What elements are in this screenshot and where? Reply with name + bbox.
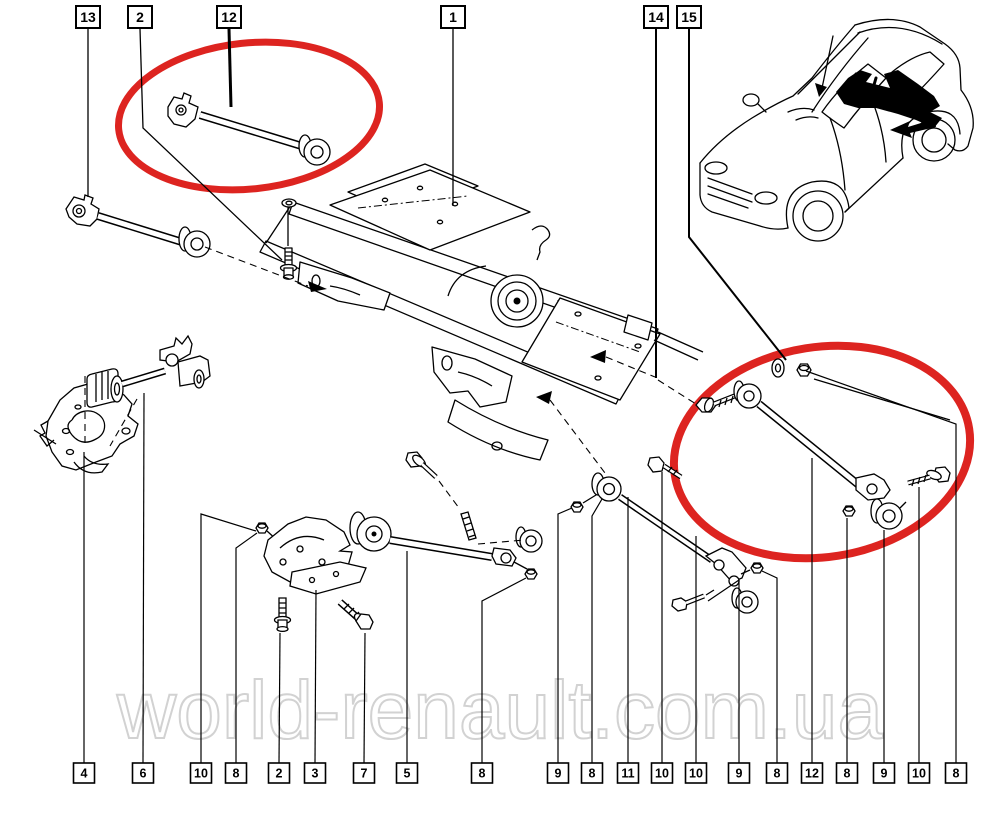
callout-10-bottom13: 10 xyxy=(684,762,708,784)
callout-13-top0: 13 xyxy=(75,5,101,29)
callout-8-bottom3: 8 xyxy=(224,762,248,784)
leader-line xyxy=(761,570,778,763)
svg-text:14: 14 xyxy=(648,9,664,25)
lower-arm-assembly-drawing xyxy=(255,451,543,633)
callout-12-top2: 12 xyxy=(216,5,242,29)
leader-line xyxy=(481,577,527,763)
pointer-arrows xyxy=(204,246,697,478)
svg-text:3: 3 xyxy=(312,767,319,781)
callout-6-bottom1: 6 xyxy=(131,762,155,784)
svg-text:5: 5 xyxy=(404,767,411,781)
svg-text:8: 8 xyxy=(953,767,960,781)
svg-text:11: 11 xyxy=(621,767,634,781)
svg-text:12: 12 xyxy=(221,9,237,25)
trailing-link-arm-drawing xyxy=(84,334,211,447)
top-callouts: 13 2 12 1 14 15 xyxy=(75,5,787,378)
leader-line xyxy=(707,578,740,763)
callout-8-bottom10: 8 xyxy=(580,762,604,784)
callout-9-bottom14: 9 xyxy=(727,762,751,784)
torsion-bar-highlighted-left-drawing xyxy=(167,92,331,166)
callout-8-bottom20: 8 xyxy=(944,762,968,784)
torsion-bar-highlighted-right-drawing xyxy=(695,358,951,530)
svg-text:2: 2 xyxy=(276,767,283,781)
leader-line xyxy=(805,370,957,763)
callout-5-bottom7: 5 xyxy=(395,762,419,784)
svg-text:9: 9 xyxy=(555,767,562,781)
svg-text:10: 10 xyxy=(194,767,208,781)
axle-position-arrow xyxy=(890,119,936,138)
svg-text:10: 10 xyxy=(912,767,926,781)
callout-10-bottom12: 10 xyxy=(650,762,674,784)
svg-text:9: 9 xyxy=(736,767,743,781)
callout-2-top1: 2 xyxy=(127,5,153,29)
callout-10-bottom19: 10 xyxy=(907,762,931,784)
callout-7-bottom6: 7 xyxy=(352,762,376,784)
callout-15-top5: 15 xyxy=(676,5,702,29)
svg-text:13: 13 xyxy=(80,9,96,25)
svg-text:9: 9 xyxy=(881,767,888,781)
callout-12-bottom16: 12 xyxy=(800,762,824,784)
leader-line xyxy=(227,28,233,108)
callout-3-bottom5: 3 xyxy=(303,762,327,784)
callout-14-top4: 14 xyxy=(643,5,669,29)
callout-8-bottom17: 8 xyxy=(835,762,859,784)
callout-2-bottom4: 2 xyxy=(267,762,291,784)
leader-line xyxy=(363,632,366,764)
callout-8-bottom8: 8 xyxy=(470,762,494,784)
callout-9-bottom18: 9 xyxy=(872,762,896,784)
svg-text:2: 2 xyxy=(136,9,144,25)
svg-text:12: 12 xyxy=(805,767,819,781)
svg-text:8: 8 xyxy=(774,767,781,781)
leader-line xyxy=(688,29,787,361)
leader-line xyxy=(314,589,317,764)
callout-9-bottom9: 9 xyxy=(546,762,570,784)
leader-line xyxy=(591,498,603,763)
leader-line xyxy=(200,513,257,763)
svg-text:10: 10 xyxy=(655,767,669,781)
svg-text:10: 10 xyxy=(689,767,703,781)
svg-text:8: 8 xyxy=(589,767,596,781)
highlight-ellipse-left xyxy=(114,38,384,194)
svg-text:8: 8 xyxy=(844,767,851,781)
watermark-text: world-renault.com.ua xyxy=(116,665,883,756)
svg-text:8: 8 xyxy=(233,767,240,781)
svg-text:7: 7 xyxy=(361,767,368,781)
callout-1-top3: 1 xyxy=(440,5,466,29)
svg-text:1: 1 xyxy=(449,9,457,25)
mounting-bracket-drawing xyxy=(33,383,139,474)
link-rod-assembly-drawing xyxy=(570,456,764,614)
callout-11-bottom11: 11 xyxy=(616,762,640,784)
frame-assembly-drawing xyxy=(259,163,704,461)
leader-line xyxy=(557,507,573,763)
callout-8-bottom15: 8 xyxy=(765,762,789,784)
svg-text:6: 6 xyxy=(140,767,147,781)
leader-line xyxy=(142,392,145,764)
callout-4-bottom0: 4 xyxy=(72,762,96,784)
leader-line xyxy=(278,632,281,764)
svg-text:8: 8 xyxy=(479,767,486,781)
torsion-bar-left-drawing xyxy=(65,194,211,258)
leader-line xyxy=(235,532,258,763)
svg-text:4: 4 xyxy=(81,767,88,781)
svg-text:15: 15 xyxy=(681,9,697,25)
vehicle-location-illustration xyxy=(699,18,974,242)
bottom-callouts: 4 6 10 8 2 3 7 5 8 9 8 11 10 10 9 8 12 8 9 10 8 xyxy=(72,370,968,784)
leader-line xyxy=(139,28,283,261)
callout-10-bottom2: 10 xyxy=(189,762,213,784)
